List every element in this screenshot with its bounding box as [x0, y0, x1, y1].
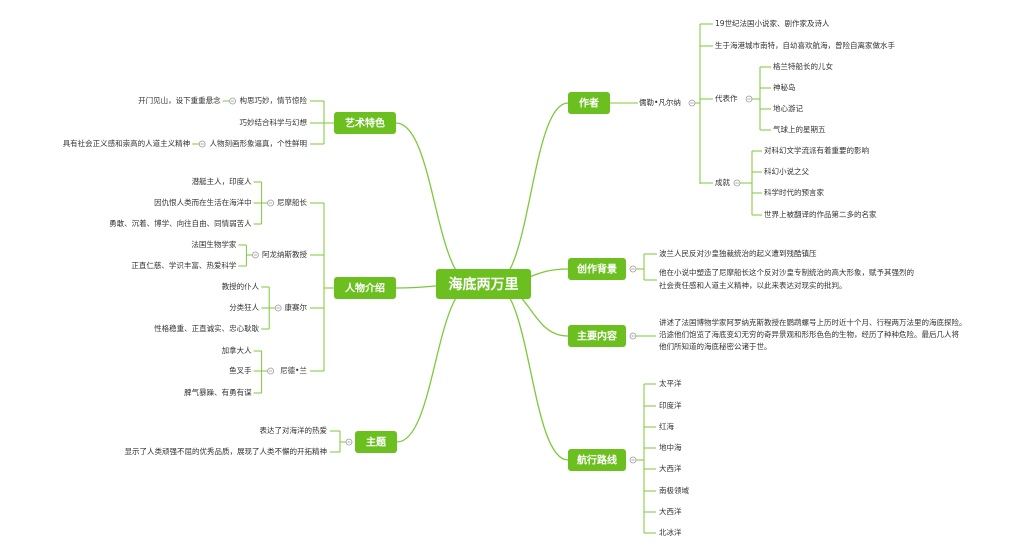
character-name: 康赛尔 — [285, 302, 308, 312]
character-trait: 勇敢、沉着、博学、向往自由、同情弱苦人 — [109, 218, 252, 228]
character-trait: 鱼叉手 — [229, 365, 252, 375]
achievement-item: 科学时代的预言家 — [764, 187, 824, 197]
content-line: 讲述了法国博物学家阿罗纳克斯教授在鹦鹉螺号上历时近十个月、行程两万法里的海底探险… — [659, 317, 967, 327]
theme-item: 显示了人类顽强不屈的优秀品质，展现了人类不懈的开拓精神 — [125, 446, 328, 456]
route-item: 大西洋 — [659, 506, 682, 516]
art-item: 巧妙结合科学与幻想 — [240, 117, 308, 127]
author-info: 19世纪法国小说家、剧作家及诗人 — [715, 18, 830, 28]
art-item: 构思巧妙，情节惊险 — [240, 95, 308, 105]
branch-curve — [493, 102, 569, 285]
branch-route[interactable] — [568, 449, 626, 471]
branch-curve — [396, 283, 474, 443]
branch-content[interactable] — [568, 325, 626, 347]
work-item: 格兰特船长的儿女 — [773, 61, 833, 71]
route-item: 北冰洋 — [659, 527, 682, 537]
background-item: 波兰人民反对沙皇独裁统治的起义遭到残酷镇压 — [659, 248, 817, 258]
theme-item: 表达了对海洋的热爱 — [260, 425, 328, 435]
work-item: 神秘岛 — [773, 82, 796, 92]
character-name: 尼摩船长 — [277, 197, 307, 207]
route-item: 地中海 — [659, 442, 682, 452]
content-line: 沿途他们饱览了海底变幻无穷的奇异景观和形形色色的生物，经历了种种危险。最后几人将 — [659, 329, 959, 339]
work-item: 气球上的星期五 — [773, 124, 826, 134]
art-detail: 开门见山，设下重重悬念 — [138, 95, 221, 105]
character-trait: 正直仁慈、学识丰富、热爱科学 — [131, 260, 236, 270]
root-node[interactable] — [436, 269, 531, 299]
branch-art[interactable] — [334, 112, 396, 134]
branch-author-label: 作者 — [579, 97, 599, 110]
achievement-item: 对科幻文学流派有着重要的影响 — [764, 145, 869, 155]
content-line: 他们所知道的海底秘密公诸于世。 — [659, 341, 772, 351]
branch-content-label: 主要内容 — [577, 330, 617, 343]
character-trait: 性格稳重、正直诚实、忠心耿耿 — [154, 323, 259, 333]
branch-background-label: 创作背景 — [576, 263, 617, 276]
achievement-item: 世界上被翻译的作品第二多的名家 — [764, 209, 877, 219]
route-item: 南极领域 — [659, 485, 689, 495]
author-info: 生于海港城市南特，自幼喜欢航海，曾险自离家做水手 — [715, 40, 895, 50]
route-item: 太平洋 — [659, 378, 682, 388]
character-name: 阿龙纳斯教授 — [262, 249, 307, 259]
character-trait: 法国生物学家 — [191, 239, 236, 249]
branch-curve — [395, 122, 474, 285]
character-trait: 脾气暴躁、有勇有谋 — [184, 387, 252, 397]
character-trait: 因仇恨人类而在生活在海洋中 — [154, 197, 252, 207]
background-item: 他在小说中塑造了尼摩船长这个反对沙皇专制统治的高大形象，赋予其强烈的 — [659, 267, 914, 277]
character-trait: 加拿大人 — [222, 345, 252, 355]
branch-characters-label: 人物介绍 — [345, 282, 385, 295]
branch-author[interactable] — [568, 92, 610, 114]
branch-background[interactable] — [568, 258, 626, 280]
branch-route-label: 航行路线 — [577, 454, 617, 467]
route-item: 印度洋 — [659, 400, 682, 410]
art-item: 人物刻画形象逼真，个性鲜明 — [210, 138, 308, 148]
branch-characters[interactable] — [334, 277, 396, 299]
works-label: 代表作 — [715, 93, 738, 103]
branch-art-label: 艺术特色 — [345, 117, 385, 130]
route-item: 大西洋 — [659, 463, 682, 473]
character-trait: 教授的仆人 — [222, 281, 260, 291]
branch-theme[interactable] — [355, 431, 397, 453]
art-detail: 具有社会正义感和崇高的人道主义精神 — [63, 138, 191, 148]
author-name: 儒勒•凡尔纳 — [639, 97, 681, 107]
background-item: 社会责任感和人道主义精神，以此来表达对现实的批判。 — [659, 280, 847, 290]
branch-theme-label: 主题 — [366, 436, 387, 449]
route-item: 红海 — [659, 421, 674, 431]
character-trait: 潜艇主人，印度人 — [192, 176, 252, 186]
work-item: 地心游记 — [773, 103, 803, 113]
achievements-label: 成就 — [715, 177, 730, 187]
root-label: 海底两万里 — [449, 276, 519, 293]
character-trait: 分类狂人 — [229, 302, 259, 312]
achievement-item: 科幻小说之父 — [764, 166, 809, 176]
character-name: 尼德•兰 — [280, 365, 307, 375]
